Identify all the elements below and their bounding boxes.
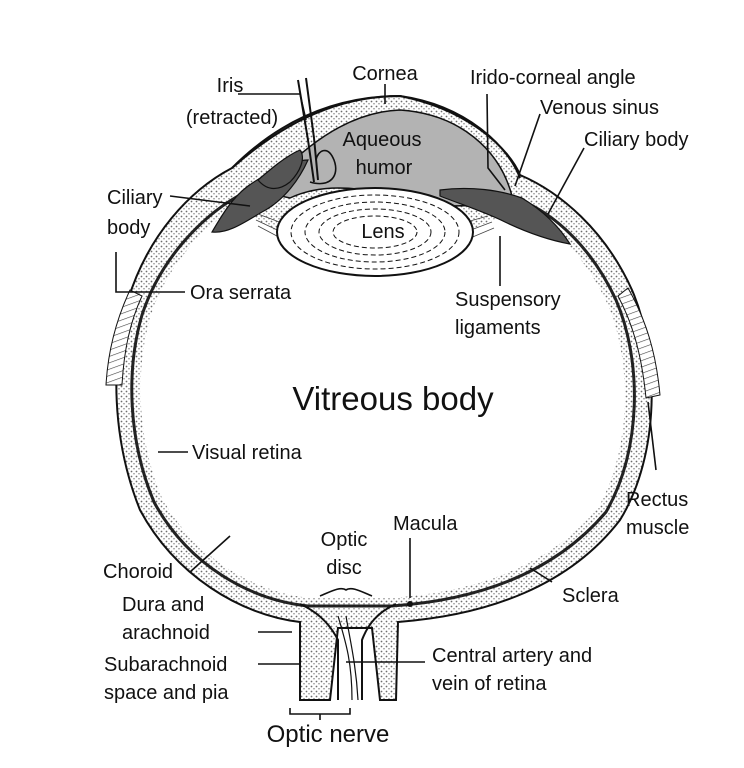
label-suspensory-ligaments-2: ligaments (455, 317, 541, 339)
label-subarachnoid-1: Subarachnoid (104, 654, 227, 676)
label-iris-retracted: (retracted) (186, 107, 278, 129)
rectus-muscle-right (617, 287, 661, 399)
optic-nerve-shape (299, 601, 413, 701)
label-dura-2: arachnoid (122, 622, 210, 644)
label-vitreous-body: Vitreous body (292, 380, 494, 417)
label-optic-disc-2: disc (326, 557, 362, 579)
ciliary-body-right-shape (439, 187, 572, 245)
label-optic-nerve: Optic nerve (267, 721, 390, 748)
label-iris: Iris (217, 75, 244, 97)
label-subarachnoid-2: space and pia (104, 682, 229, 704)
lens-shape (276, 187, 474, 277)
label-aqueous-humor-2: humor (356, 157, 413, 179)
label-central-artery-1: Central artery and (432, 645, 592, 667)
label-lens: Lens (361, 221, 404, 243)
label-irido-corneal-angle: Irido-corneal angle (470, 67, 636, 89)
label-rectus-muscle-2: muscle (626, 517, 689, 539)
leader-lines (115, 84, 657, 720)
cornea (231, 94, 521, 179)
label-aqueous-humor-1: Aqueous (343, 129, 422, 151)
label-macula: Macula (393, 513, 458, 535)
label-ciliary-body-left-1: Ciliary (107, 187, 163, 209)
label-central-artery-2: vein of retina (432, 673, 547, 695)
label-visual-retina: Visual retina (192, 442, 303, 464)
label-rectus-muscle-1: Rectus (626, 489, 688, 511)
label-ora-serrata: Ora serrata (190, 282, 292, 304)
rectus-muscle-left (105, 289, 143, 386)
vitreous-chamber (140, 204, 625, 598)
label-optic-disc-1: Optic (321, 529, 368, 551)
label-choroid: Choroid (103, 561, 173, 583)
label-venous-sinus: Venous sinus (540, 97, 659, 119)
label-sclera: Sclera (562, 585, 620, 607)
label-ciliary-body-right: Ciliary body (584, 129, 688, 151)
label-suspensory-ligaments-1: Suspensory (455, 289, 561, 311)
label-ciliary-body-left-2: body (107, 217, 150, 239)
label-dura-1: Dura and (122, 594, 204, 616)
label-cornea: Cornea (352, 63, 418, 85)
